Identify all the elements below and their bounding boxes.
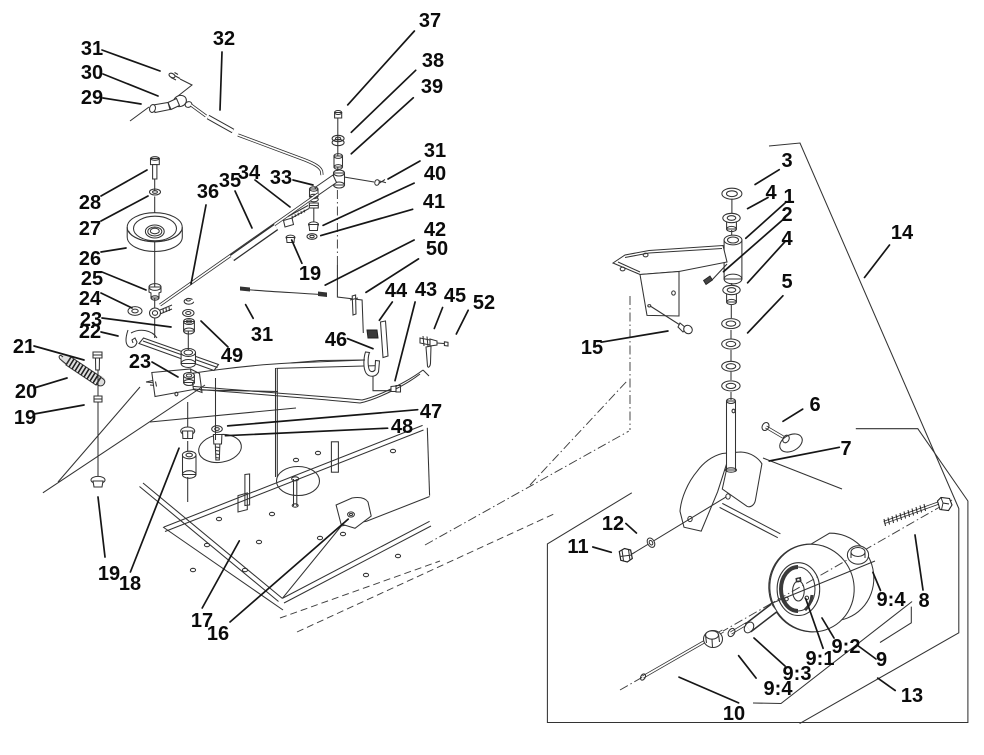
svg-text:45: 45 <box>444 285 466 307</box>
svg-text:9:3: 9:3 <box>783 663 812 685</box>
svg-text:52: 52 <box>473 292 495 314</box>
svg-text:7: 7 <box>840 438 851 460</box>
svg-text:34: 34 <box>238 162 261 184</box>
svg-text:19: 19 <box>14 407 36 429</box>
svg-text:22: 22 <box>79 321 101 343</box>
svg-text:3: 3 <box>781 150 792 172</box>
svg-text:23: 23 <box>80 309 102 331</box>
svg-text:18: 18 <box>119 573 141 595</box>
svg-text:4: 4 <box>765 182 777 204</box>
svg-text:41: 41 <box>423 191 445 213</box>
svg-text:5: 5 <box>781 271 792 293</box>
svg-text:11: 11 <box>567 536 588 558</box>
svg-text:17: 17 <box>191 610 213 632</box>
svg-text:46: 46 <box>325 329 347 351</box>
svg-text:1: 1 <box>783 186 794 208</box>
svg-text:19: 19 <box>299 263 321 285</box>
svg-text:39: 39 <box>421 76 443 98</box>
svg-text:19: 19 <box>98 563 120 585</box>
svg-text:43: 43 <box>415 279 437 301</box>
svg-text:48: 48 <box>391 416 413 438</box>
svg-text:49: 49 <box>221 345 243 367</box>
svg-text:50: 50 <box>426 238 448 260</box>
svg-text:31: 31 <box>251 324 273 346</box>
svg-text:15: 15 <box>581 337 603 359</box>
svg-text:10: 10 <box>723 703 745 725</box>
svg-text:23: 23 <box>129 351 151 373</box>
svg-text:9:2: 9:2 <box>832 636 861 658</box>
svg-text:20: 20 <box>15 381 37 403</box>
svg-text:44: 44 <box>385 280 408 302</box>
svg-text:24: 24 <box>79 288 102 310</box>
svg-text:47: 47 <box>420 401 442 423</box>
svg-text:9:4: 9:4 <box>877 589 907 611</box>
svg-text:31: 31 <box>81 38 103 60</box>
svg-text:26: 26 <box>79 248 101 270</box>
svg-text:12: 12 <box>602 513 624 535</box>
svg-text:9:4: 9:4 <box>764 678 794 700</box>
svg-text:9:1: 9:1 <box>806 648 835 670</box>
svg-text:31: 31 <box>424 140 446 162</box>
svg-text:14: 14 <box>891 222 914 244</box>
svg-text:38: 38 <box>422 50 444 72</box>
svg-text:42: 42 <box>424 219 446 241</box>
svg-text:30: 30 <box>81 62 103 84</box>
svg-text:36: 36 <box>197 181 219 203</box>
svg-text:29: 29 <box>81 87 103 109</box>
svg-text:4: 4 <box>781 228 793 250</box>
svg-text:27: 27 <box>79 218 101 240</box>
svg-text:25: 25 <box>81 268 103 290</box>
svg-text:37: 37 <box>419 10 441 32</box>
svg-text:16: 16 <box>207 623 229 645</box>
svg-text:35: 35 <box>219 170 241 192</box>
svg-text:8: 8 <box>918 590 929 612</box>
svg-text:13: 13 <box>901 685 923 707</box>
svg-text:40: 40 <box>424 163 446 185</box>
svg-text:9: 9 <box>876 649 887 671</box>
svg-text:2: 2 <box>781 204 792 226</box>
svg-text:33: 33 <box>270 167 292 189</box>
svg-text:32: 32 <box>213 28 235 50</box>
svg-text:28: 28 <box>79 192 101 214</box>
svg-text:6: 6 <box>809 394 820 416</box>
svg-text:21: 21 <box>13 336 35 358</box>
